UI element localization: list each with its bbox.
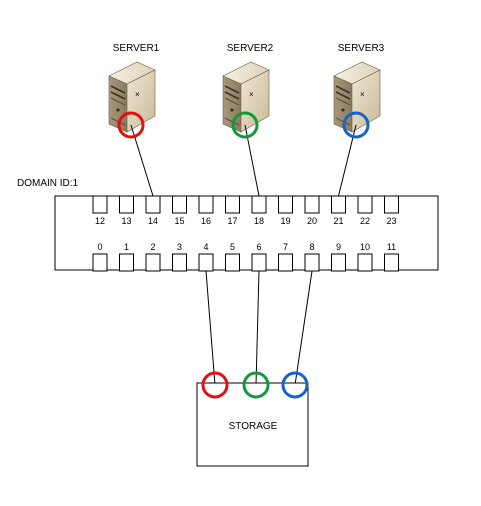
switch-port-19: 19 [278, 195, 293, 226]
server-tower-icon: × [333, 61, 381, 133]
port-label: 23 [386, 216, 396, 226]
port-label: 8 [309, 242, 314, 252]
server-3: SERVER3 × [333, 43, 385, 133]
switch-port-20: 20 [304, 195, 320, 226]
switch-port-10: 10 [357, 242, 373, 272]
svg-text:×: × [360, 90, 365, 99]
switch-port-15: 15 [172, 195, 187, 226]
port-label: 3 [177, 242, 182, 252]
switch-port-11: 11 [384, 242, 399, 272]
server-ports [117, 111, 370, 139]
port-label: 6 [256, 242, 261, 252]
server-tower-icon: × [222, 61, 270, 133]
server-1: SERVER1 × [108, 43, 160, 133]
switch-port-23: 23 [384, 195, 399, 226]
port-label: 9 [336, 242, 341, 252]
cable-storage-2 [255, 270, 260, 386]
port-label: 13 [121, 216, 131, 226]
port-label: 16 [201, 216, 211, 226]
server-2: SERVER2 × [222, 43, 274, 133]
switch-port-1: 1 [119, 242, 134, 272]
switch-port-17: 17 [225, 195, 240, 226]
switch-port-0: 0 [92, 242, 108, 272]
port-label: 19 [280, 216, 290, 226]
server-tower-icon: × [108, 61, 156, 133]
port-label: 4 [203, 242, 208, 252]
port-label: 22 [360, 216, 370, 226]
switch-port-12: 12 [92, 195, 108, 226]
port-label: 14 [148, 216, 158, 226]
port-label: 0 [97, 242, 102, 252]
port-label: 7 [283, 242, 288, 252]
switch-port-22: 22 [357, 195, 373, 226]
switch-port-2: 2 [145, 242, 161, 272]
servers: SERVER1 × SERVER2 × SERVER3 × [108, 43, 385, 133]
cable-storage-3 [294, 270, 313, 386]
storage-port-ring [281, 371, 309, 399]
server-label: SERVER2 [227, 43, 274, 54]
port-label: 5 [230, 242, 235, 252]
cable-storage-1 [205, 270, 216, 386]
switch-port-21: 21 [331, 195, 346, 226]
server-port-ring [231, 111, 259, 139]
port-label: 18 [254, 216, 264, 226]
switch-chassis [54, 195, 439, 271]
storage-port-ring [201, 371, 229, 399]
port-label: 2 [150, 242, 155, 252]
port-label: 11 [387, 242, 396, 252]
port-label: 12 [95, 216, 105, 226]
switch-port-9: 9 [331, 242, 346, 272]
storage-ports [201, 371, 309, 399]
domain-id-label: DOMAIN ID:1 [17, 178, 79, 189]
port-label: 10 [360, 242, 370, 252]
server-port-ring [117, 111, 145, 139]
switch-port-3: 3 [172, 242, 187, 272]
storage-port-ring [242, 371, 270, 399]
server-label: SERVER1 [113, 43, 160, 54]
switch-port-16: 16 [198, 195, 214, 226]
port-label: 15 [174, 216, 184, 226]
server-label: SERVER3 [338, 43, 385, 54]
switch-port-14: 14 [145, 195, 161, 226]
server-port-ring [342, 111, 370, 139]
switch-port-13: 13 [119, 195, 134, 226]
port-label: 17 [227, 216, 237, 226]
port-label: 1 [124, 242, 129, 252]
svg-text:×: × [135, 90, 140, 99]
switch-port-18: 18 [251, 195, 267, 226]
svg-text:×: × [249, 90, 254, 99]
switch-port-7: 7 [278, 242, 293, 272]
switch-port-5: 5 [225, 242, 240, 272]
port-label: 21 [333, 216, 343, 226]
storage-label: STORAGE [229, 421, 278, 432]
port-label: 20 [307, 216, 317, 226]
